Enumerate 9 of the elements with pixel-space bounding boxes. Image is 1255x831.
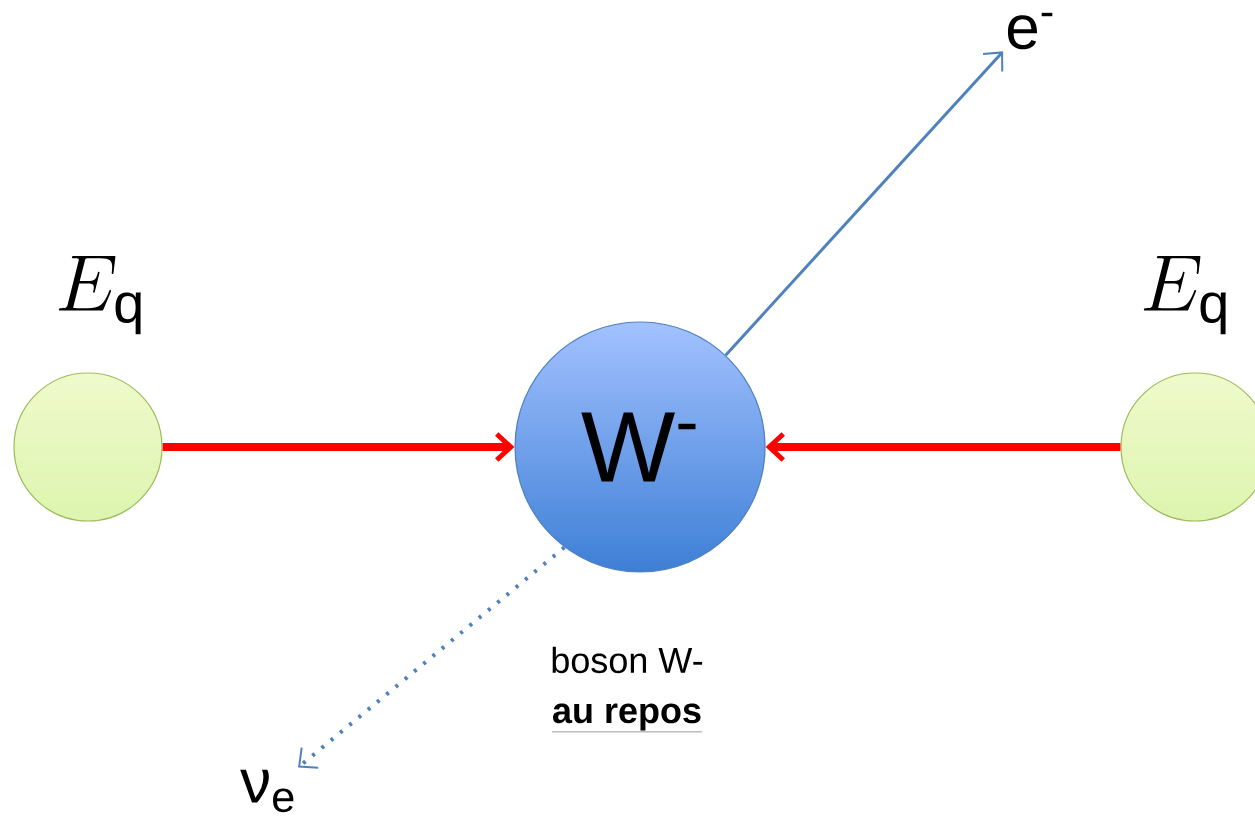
math-label: $E_{\mathrm{q}}$ (58, 256, 141, 335)
circle-node: W$^{-}$ (514, 321, 766, 573)
math-label: $E_{\mathrm{q}}$ (1143, 256, 1226, 335)
arrow (724, 51, 1004, 357)
caption-text: au repos (551, 703, 703, 733)
caption-text: boson W- (552, 646, 703, 674)
particle-label: ν$_{e}$ (240, 769, 294, 813)
particle-label: e$^{-}$ (1007, 12, 1053, 50)
arrow (298, 545, 566, 769)
